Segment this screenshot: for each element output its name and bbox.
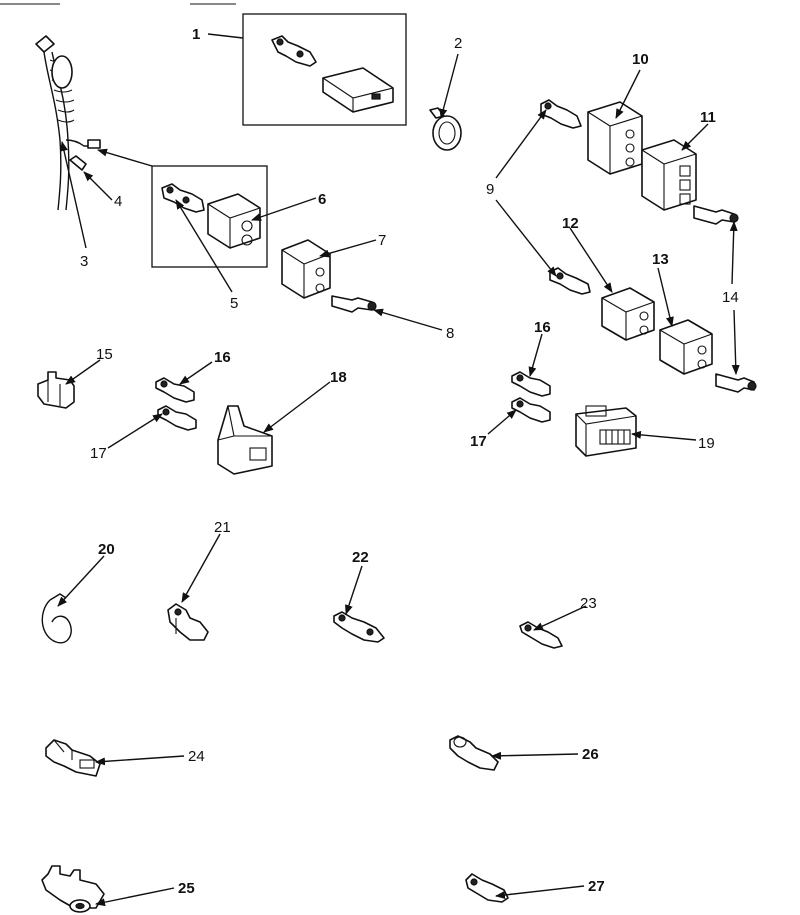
part-14-pin-upper <box>693 205 739 225</box>
part-15-bracket <box>37 371 75 409</box>
callout-18: 18 <box>330 369 347 386</box>
callout-3: 3 <box>80 253 88 270</box>
part-20-clip <box>41 593 72 644</box>
part-17-terminal-right <box>511 397 551 423</box>
part-12-housing <box>601 287 655 341</box>
callout-4: 4 <box>114 193 122 210</box>
part-19-housing <box>575 405 637 457</box>
callout-17-right: 17 <box>470 433 487 450</box>
part-4-terminal <box>69 155 87 171</box>
callout-14: 14 <box>722 289 739 306</box>
part-25-ring-terminal <box>41 865 105 913</box>
callout-2: 2 <box>454 35 462 52</box>
part-11-housing <box>641 139 697 211</box>
callout-19: 19 <box>698 435 715 452</box>
part-14-pin-lower <box>715 373 757 393</box>
callout-27: 27 <box>588 878 605 895</box>
part-10-housing <box>587 101 643 175</box>
callout-17-left: 17 <box>90 445 107 462</box>
kit-box-1 <box>242 13 407 126</box>
part-18-housing <box>217 405 273 475</box>
part-17-terminal-left <box>157 405 197 431</box>
callout-6: 6 <box>318 191 326 208</box>
callout-1: 1 <box>192 26 200 43</box>
callout-8: 8 <box>446 325 454 342</box>
part-6-housing <box>207 193 261 249</box>
part-7-housing <box>281 239 331 299</box>
callout-15: 15 <box>96 346 113 363</box>
callout-16-left: 16 <box>214 349 231 366</box>
callout-5: 5 <box>230 295 238 312</box>
callout-16-right: 16 <box>534 319 551 336</box>
kit-box-5-6 <box>151 165 268 268</box>
callout-13: 13 <box>652 251 669 268</box>
callout-21: 21 <box>214 519 231 536</box>
part-23-terminal <box>519 621 563 649</box>
callout-24: 24 <box>188 748 205 765</box>
part-9-terminal-lower <box>549 267 591 295</box>
part-22-terminal <box>333 611 385 643</box>
callout-12: 12 <box>562 215 579 232</box>
part-9-terminal-upper <box>540 99 582 129</box>
part-27-terminal <box>465 873 509 903</box>
part-1-housing <box>322 67 394 113</box>
part-24-spade <box>45 739 101 777</box>
callout-10: 10 <box>632 51 649 68</box>
callout-26: 26 <box>582 746 599 763</box>
part-16-terminal-left <box>155 377 195 403</box>
part-5-terminal <box>161 183 205 213</box>
part-3-wire-harness <box>35 35 101 211</box>
callout-7: 7 <box>378 232 386 249</box>
callout-9: 9 <box>486 181 494 198</box>
part-1-terminal <box>271 35 317 67</box>
part-2-clamp <box>429 107 462 151</box>
part-8-pin <box>331 295 377 313</box>
callout-11: 11 <box>700 109 716 126</box>
callout-25: 25 <box>178 880 195 897</box>
part-16-terminal-right <box>511 371 551 397</box>
part-13-housing <box>659 319 713 375</box>
callout-22: 22 <box>352 549 369 566</box>
part-21-terminal <box>167 603 209 641</box>
callout-23: 23 <box>580 595 597 612</box>
leader-lines <box>57 33 740 907</box>
part-26-terminal <box>449 735 499 771</box>
callout-20: 20 <box>98 541 115 558</box>
